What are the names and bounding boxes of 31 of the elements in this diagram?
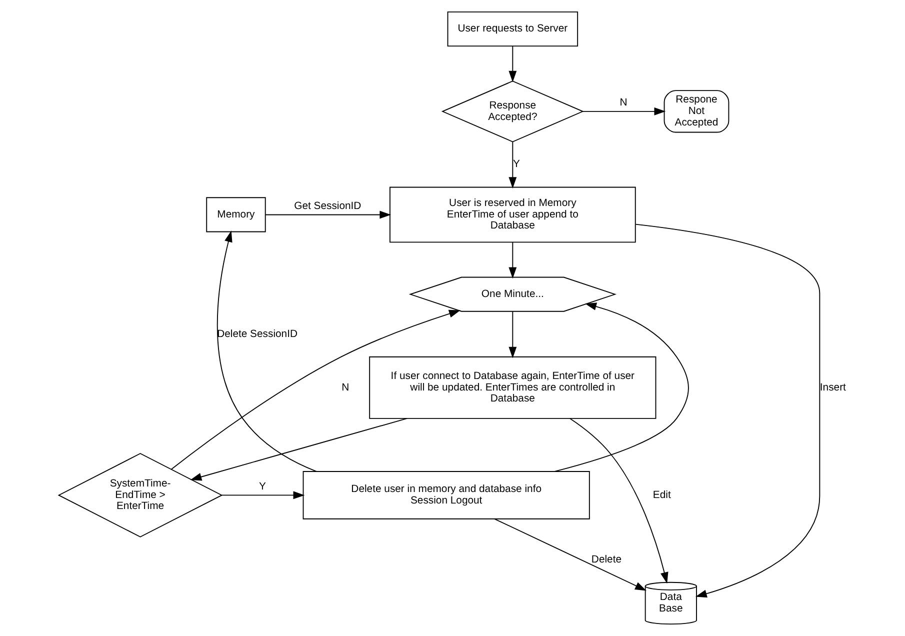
edge-label: Y [259, 481, 266, 492]
edge-label: Edit [652, 490, 671, 501]
arrow [216, 230, 318, 472]
node-diamond: SystemTime- EndTime > EnterTime [58, 452, 223, 538]
node-box: User requests to Server [447, 11, 578, 47]
arrow [582, 107, 666, 116]
node-box: Delete user in memory and database info Session Logout [302, 471, 590, 520]
arrow [508, 142, 517, 189]
arrow [554, 302, 689, 472]
arrow [221, 491, 305, 500]
node-box: If user connect to Database again, EnterTime of user will be updated. EnterTimes are controlled in Database [369, 356, 656, 419]
node-diamond: Response Accepted? [441, 80, 584, 142]
edge-label: Y [512, 159, 520, 170]
node-box: Memory [206, 197, 266, 232]
arrow [265, 210, 392, 219]
edge-label: Delete SessionID [217, 328, 298, 340]
edge-label: N [620, 98, 628, 109]
edge-label: Delete [591, 554, 622, 566]
arrow [508, 46, 517, 82]
arrow [494, 518, 646, 591]
arrow [508, 311, 517, 358]
edge-label: Insert [820, 382, 846, 394]
arrow [170, 310, 460, 470]
edge-label: N [342, 382, 350, 394]
arrow [190, 418, 408, 481]
arrow [635, 224, 820, 598]
edge-label: Get SessionID [294, 200, 362, 212]
arrow [508, 242, 517, 279]
node-box: User is reserved in Memory EnterTime of user append to Database [389, 186, 636, 243]
arrow [570, 418, 668, 584]
node-box: Respone Not Accepted [664, 90, 730, 133]
